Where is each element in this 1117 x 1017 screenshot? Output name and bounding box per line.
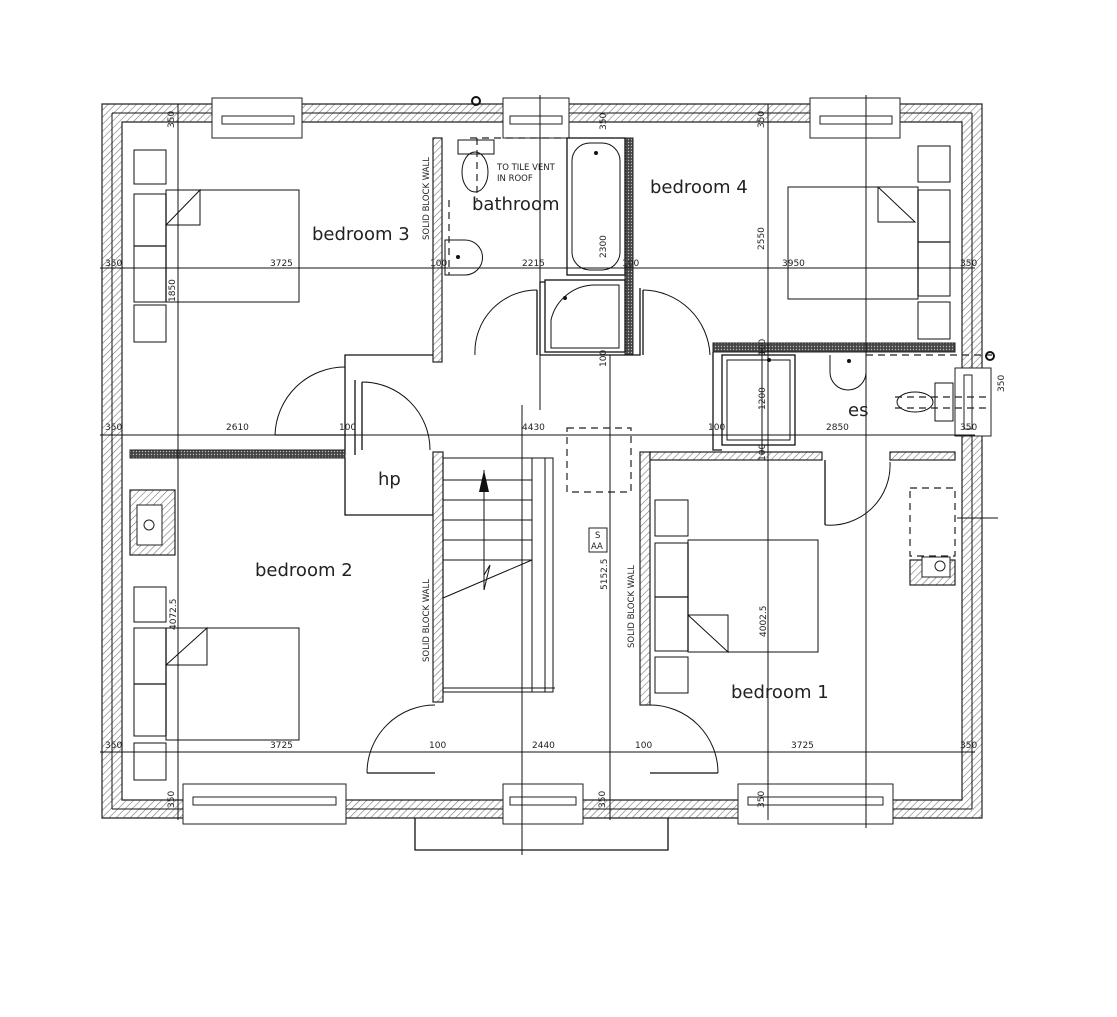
internal-walls (129, 137, 956, 706)
arrow-up-icon (479, 470, 489, 492)
dimension-label: 3725 (791, 741, 814, 751)
dimension-label: 100 (430, 259, 447, 269)
dimension-label: 350 (960, 741, 977, 751)
dimension-label: 100 (758, 339, 768, 356)
bathroom-fixtures (444, 96, 998, 519)
dimension-label: 100 (635, 741, 652, 751)
dimension-label: 100 (339, 423, 356, 433)
dimension-label: 3725 (270, 741, 293, 751)
dimension-label: 2550 (757, 227, 767, 250)
dimension-label: 350 (960, 423, 977, 433)
dimension-label: 100 (599, 350, 609, 367)
dimension-labels: 350 3725 100 2215 100 3950 350 350 2610 … (105, 111, 1007, 808)
dimension-label: 350 (599, 113, 609, 130)
dimension-label: 5152.5 (600, 559, 610, 591)
label-bedroom-2: bedroom 2 (255, 560, 353, 581)
dimension-label: 3725 (270, 259, 293, 269)
furniture (133, 145, 951, 781)
dimension-label: 350 (757, 111, 767, 128)
dimension-label: 2440 (532, 741, 555, 751)
vent-note-line1: TO TILE VENT (496, 163, 556, 173)
solid-wall-note-1: SOLID BLOCK WALL (422, 157, 432, 240)
dimension-label: 4430 (522, 423, 545, 433)
label-bedroom-3: bedroom 3 (312, 224, 410, 245)
dimension-label: 4002.5 (759, 606, 769, 638)
solid-wall-note-3: SOLID BLOCK WALL (627, 565, 637, 648)
dimension-label: 4072.5 (169, 599, 179, 631)
dimension-label: 2850 (826, 423, 849, 433)
dimension-label: 350 (960, 259, 977, 269)
dimension-label: 350 (757, 791, 767, 808)
dimension-label: 350 (105, 259, 122, 269)
dimension-label: 350 (167, 791, 177, 808)
staircase[interactable] (442, 457, 555, 693)
dimension-label: 350 (105, 741, 122, 751)
label-ensuite: es (848, 400, 868, 421)
dimension-label: 1200 (758, 387, 768, 410)
label-hot-press: hp (378, 469, 401, 490)
dimension-label: 100 (622, 259, 639, 269)
dimension-label: 100 (758, 444, 768, 461)
dimension-label: 350 (167, 111, 177, 128)
dimension-label: 2215 (522, 259, 545, 269)
dimension-label: 1850 (168, 279, 178, 302)
dimension-label: 350 (105, 423, 122, 433)
dimension-label: 350 (997, 375, 1007, 392)
dimension-label: 2610 (226, 423, 249, 433)
label-bathroom: bathroom (472, 194, 560, 215)
label-bedroom-1: bedroom 1 (731, 682, 829, 703)
dimension-label: 3950 (782, 259, 805, 269)
dimension-label: 100 (429, 741, 446, 751)
vent-note-line2: IN ROOF (497, 174, 533, 184)
dimension-lines (100, 95, 975, 855)
dimension-label: 350 (598, 791, 608, 808)
smoke-alarm-aa: AA (591, 542, 603, 552)
smoke-alarm-icon (588, 527, 608, 553)
solid-wall-note-2: SOLID BLOCK WALL (422, 579, 432, 662)
windows (182, 97, 992, 851)
notes: TO TILE VENT IN ROOF SOLID BLOCK WALL SO… (422, 157, 637, 662)
dimension-label: 100 (708, 423, 725, 433)
room-labels: bedroom 3 bathroom bedroom 4 es hp bedro… (255, 177, 868, 703)
dimension-label: 2300 (599, 235, 609, 258)
label-bedroom-4: bedroom 4 (650, 177, 748, 198)
smoke-alarm-s: S (595, 531, 600, 541)
